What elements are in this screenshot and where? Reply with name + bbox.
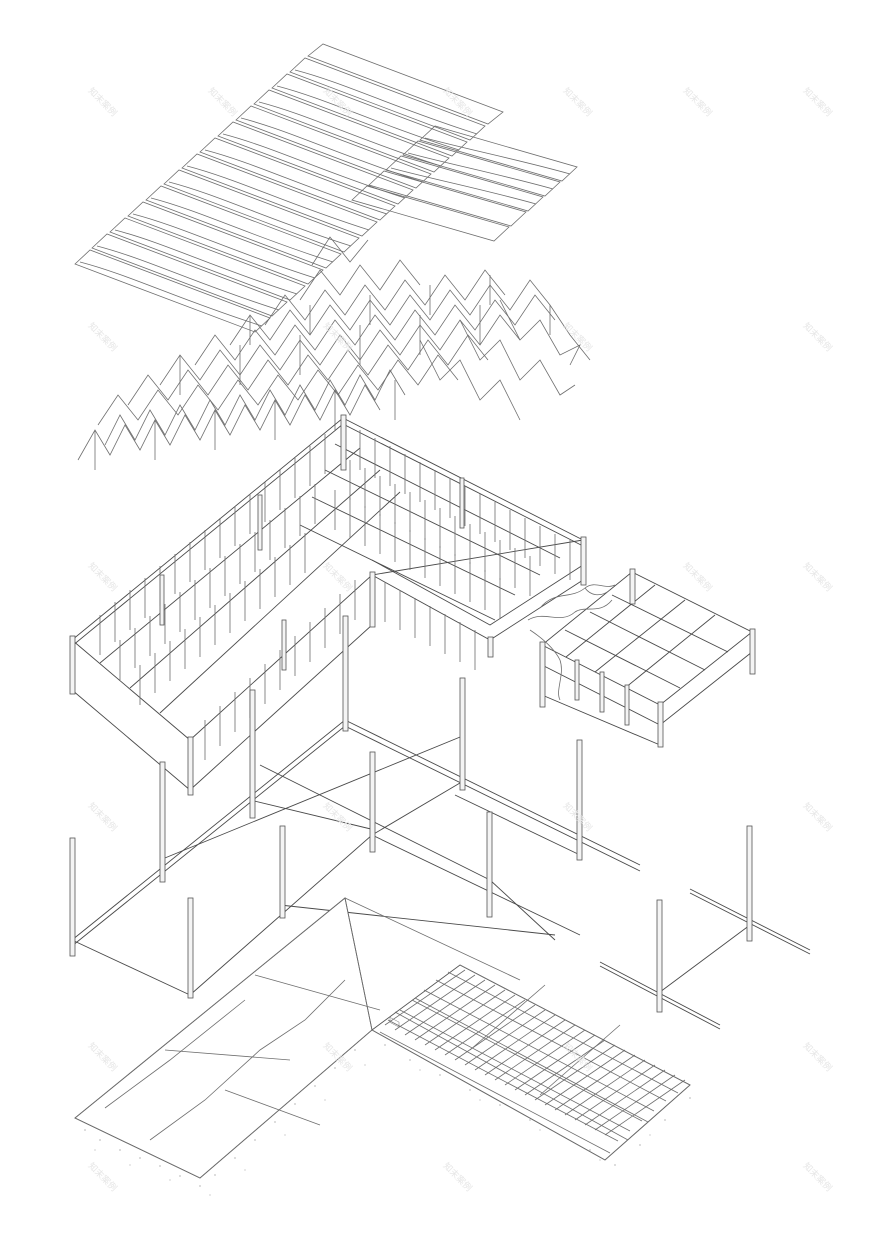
post-structure bbox=[69, 615, 641, 999]
roof-strips bbox=[74, 43, 578, 333]
paver-bed bbox=[371, 964, 691, 1166]
small-module bbox=[527, 568, 756, 748]
gravel-edge bbox=[84, 1049, 366, 1196]
corrugated-layer bbox=[77, 236, 591, 470]
small-post-structure bbox=[599, 825, 811, 1030]
timber-frame bbox=[69, 414, 587, 796]
